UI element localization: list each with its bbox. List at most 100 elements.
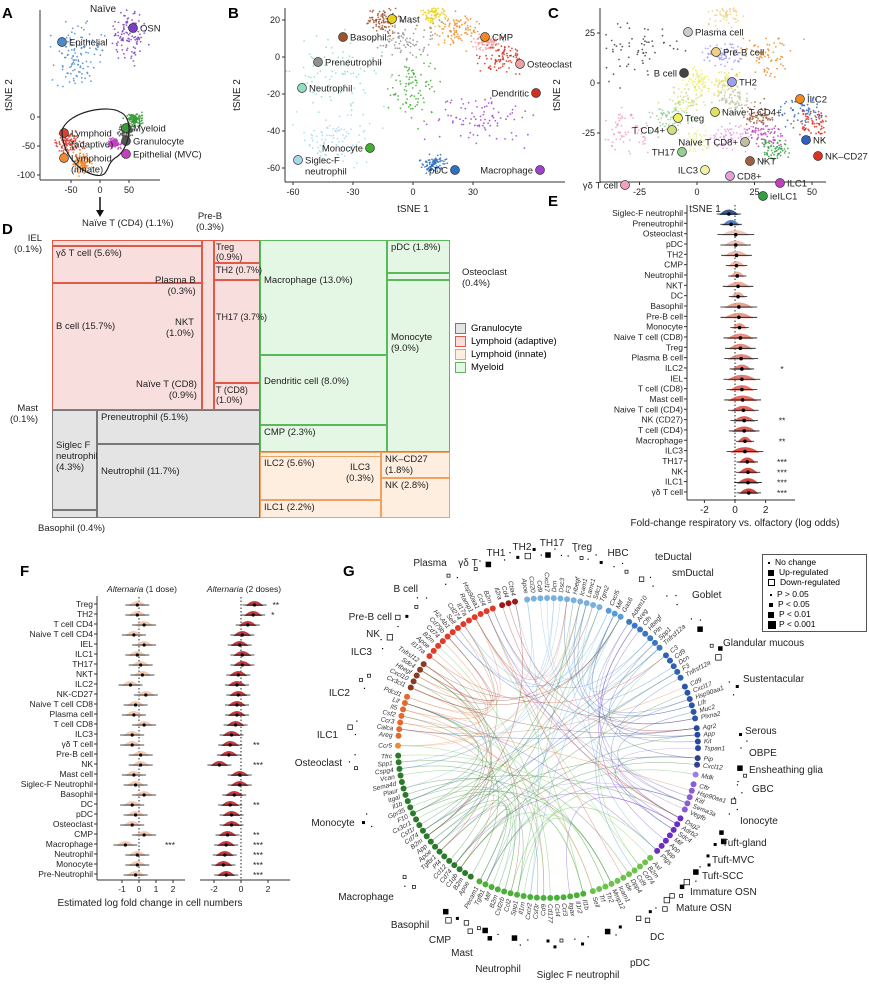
scatter-point — [342, 73, 345, 76]
scatter-point — [703, 124, 706, 126]
scatter-point — [439, 160, 441, 163]
scatter-point — [430, 163, 433, 166]
scatter-point — [487, 122, 489, 125]
scatter-point — [511, 138, 514, 141]
scatter-point — [513, 118, 516, 121]
up-regulated-marker — [497, 933, 499, 936]
scatter-point — [812, 96, 815, 99]
scatter-point — [431, 7, 433, 10]
up-regulated-marker — [574, 938, 576, 940]
scatter-point — [139, 33, 141, 36]
chord-link — [455, 793, 675, 863]
scatter-point — [403, 44, 405, 47]
cluster-label: TH2 — [739, 78, 757, 89]
scatter-point — [779, 105, 782, 108]
filled-square-icon — [768, 569, 774, 576]
scatter-point — [493, 39, 496, 42]
scatter-point — [478, 57, 481, 60]
scatter-point — [774, 125, 777, 128]
scatter-point — [760, 115, 763, 117]
scatter-point — [757, 145, 760, 148]
point-estimate — [232, 793, 236, 797]
scatter-point — [770, 60, 772, 62]
gene-label: Cd9 — [540, 903, 547, 916]
scatter-point — [816, 103, 818, 106]
up-regulated-marker — [621, 562, 624, 565]
scatter-point — [328, 134, 331, 137]
cluster-label: Lymphoid — [71, 129, 112, 140]
callout-iel: IEL(0.1%) — [14, 233, 42, 256]
scatter-point — [83, 161, 85, 164]
scatter-point — [123, 53, 125, 55]
chord-link — [599, 627, 678, 818]
scatter-point — [285, 70, 288, 72]
scatter-point — [618, 132, 621, 134]
scatter-point — [687, 122, 689, 125]
panel-label-a: A — [2, 5, 13, 22]
chord-link — [408, 775, 678, 818]
scatter-point — [81, 156, 83, 159]
scatter-point — [442, 22, 445, 25]
scatter-point — [131, 134, 134, 137]
scatter-point — [709, 45, 712, 47]
scatter-point — [54, 141, 57, 144]
gene-node — [537, 595, 544, 602]
point-estimate — [737, 315, 741, 320]
square-icon — [768, 611, 774, 618]
scatter-point — [769, 145, 772, 148]
scatter-point — [71, 57, 73, 59]
scatter-point — [727, 75, 729, 78]
scatter-point — [490, 101, 493, 103]
scatter-point — [761, 133, 763, 136]
up-regulated-marker — [587, 936, 589, 938]
scatter-point — [132, 123, 134, 126]
scatter-point — [822, 138, 824, 141]
chord-link — [454, 634, 690, 718]
scatter-point — [765, 117, 767, 119]
scatter-point — [475, 142, 478, 145]
cell-type-label: Monocyte — [311, 818, 355, 829]
scatter-point — [485, 48, 487, 51]
chord-link — [502, 607, 678, 818]
gene-node — [449, 629, 456, 636]
y-tick-label: 0 — [275, 52, 280, 62]
scatter-point — [444, 108, 447, 111]
chord-link — [432, 656, 664, 840]
scatter-point — [83, 45, 86, 48]
scatter-point — [720, 92, 722, 94]
gene-node — [501, 888, 508, 895]
scatter-point — [71, 148, 74, 151]
scatter-point — [423, 29, 426, 31]
scatter-point — [791, 99, 793, 102]
scatter-point — [679, 107, 682, 110]
scatter-point — [808, 129, 810, 132]
gene-node — [688, 702, 695, 709]
point-estimate — [246, 623, 250, 627]
gene-node — [417, 666, 424, 673]
scatter-point — [727, 130, 730, 132]
gene-node — [462, 870, 469, 877]
scatter-point — [804, 124, 806, 126]
panel-label-f: F — [20, 563, 29, 580]
scatter-point — [452, 27, 455, 30]
scatter-point — [717, 90, 720, 93]
scatter-point — [687, 105, 690, 108]
point-estimate — [235, 683, 239, 687]
up-regulated-marker — [516, 555, 520, 559]
scatter-point — [368, 122, 371, 125]
scatter-point — [379, 44, 382, 47]
cluster-marker — [515, 59, 525, 69]
gene-label: Pln — [652, 625, 664, 637]
up-regulated-marker — [456, 576, 458, 579]
gene-node — [589, 888, 596, 895]
point-estimate — [240, 633, 244, 637]
scatter-point — [783, 148, 786, 150]
scatter-point — [695, 144, 698, 147]
scatter-point — [464, 21, 467, 23]
scatter-point — [683, 88, 686, 90]
scatter-point — [80, 157, 83, 160]
scatter-point — [815, 98, 817, 101]
gene-label: F10 — [396, 813, 409, 824]
scatter-point — [700, 77, 703, 79]
scatter-point — [122, 37, 125, 39]
